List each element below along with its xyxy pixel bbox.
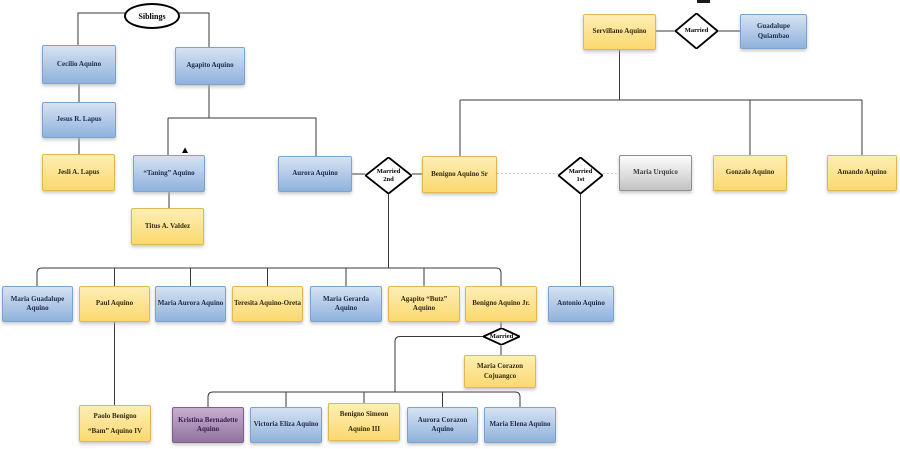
node-maria-gerarda-aquino: Maria Gerarda Aquino <box>310 286 382 322</box>
cropped-mark <box>697 0 710 3</box>
node-aurora-aquino: Aurora Aquino <box>278 156 352 192</box>
node-jesus-r-lapus: Jesus R. Lapus <box>42 102 116 138</box>
marriage-diamond-servillano-guadalupe: Married <box>675 13 718 49</box>
node-maria-elena-aquino: Maria Elena Aquino <box>484 407 556 443</box>
node-kristina-bernadette-aquino: Kristina Bernadette Aquino <box>172 407 244 443</box>
node-victoria-eliza-aquino: Victoria Eliza Aquino <box>250 407 322 443</box>
node-agapito-aquino: Agapito Aquino <box>175 47 245 85</box>
node-jesli-a-lapus: Jesli A. Lapus <box>42 154 115 191</box>
node-gonzalo-aquino: Gonzalo Aquino <box>713 155 787 191</box>
siblings-oval: Siblings <box>124 3 180 29</box>
node-paul-aquino: Paul Aquino <box>79 286 150 322</box>
node-antonio-aquino: Antonio Aquino <box>548 286 614 322</box>
node-teresita-aquino-oreta: Teresita Aquino-Oreta <box>232 286 303 322</box>
marriage-diamond-1st: Married 1st <box>558 157 603 194</box>
node-benigno-aquino-sr: Benigno Aquino Sr <box>422 156 497 193</box>
node-benigno-simeon-aquino-iii: Benigno Simeon Aquino III <box>328 403 400 441</box>
node-aurora-corazon-aquino: Aurora Corazon Aquino <box>407 407 478 443</box>
arrowhead-icon <box>182 147 188 153</box>
node-benigno-aquino-jr: Benigno Aquino Jr. <box>465 286 537 322</box>
node-servillano-aquino: Servillano Aquino <box>583 14 656 50</box>
node-maria-guadalupe-aquino: Maria Guadalupe Aquino <box>2 286 73 322</box>
node-titus-a-valdez: Titus A. Valdez <box>131 208 204 245</box>
marriage-diamond-2nd: Married 2nd <box>365 157 412 194</box>
node-amando-aquino: Amando Aquino <box>827 155 897 191</box>
node-maria-urquico: Maria Urquico <box>619 155 692 191</box>
node-guadalupe-quiambao: Guadalupe Quiambao <box>740 14 807 49</box>
node-maria-aurora-aquino: Maria Aurora Aquino <box>155 286 226 322</box>
node-paolo-benigno-bam-aquino-iv: Paolo Benigno “Bam” Aquino IV <box>79 405 151 442</box>
node-maria-corazon-cojuangco: Maria Corazon Cojuangco <box>464 355 536 388</box>
node-taning-aquino: “Taning” Aquino <box>133 155 205 192</box>
node-agapito-butz-aquino: Agapito “Butz” Aquino <box>388 286 460 322</box>
marriage-diamond-benigno-jr-corazon: Married <box>483 328 520 345</box>
node-cecilio-aquino: Cecilio Aquino <box>42 45 116 84</box>
